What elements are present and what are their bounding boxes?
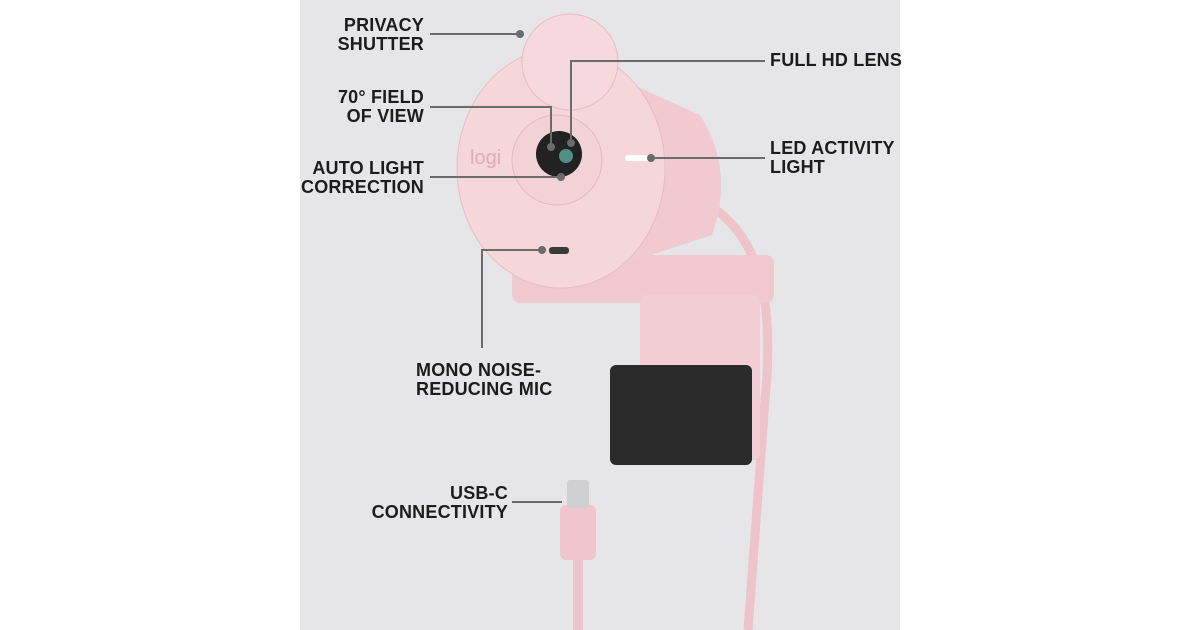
label-line: LED ACTIVITY <box>770 138 895 158</box>
usb-cable <box>573 555 583 630</box>
label-line: LIGHT <box>770 157 825 177</box>
label-usb-c: USB-C CONNECTIVITY <box>372 484 508 522</box>
label-line: USB-C <box>450 483 508 503</box>
lens <box>559 149 573 163</box>
label-line: PRIVACY <box>343 15 424 35</box>
label-auto-light-correction: AUTO LIGHT CORRECTION <box>301 159 424 197</box>
label-line: CONNECTIVITY <box>371 502 508 522</box>
mic-grille <box>549 247 569 254</box>
label-line: OF VIEW <box>346 106 424 126</box>
label-full-hd-lens: FULL HD LENS <box>770 51 902 70</box>
clip-pad <box>610 365 752 465</box>
label-line: AUTO LIGHT <box>312 158 424 178</box>
label-mono-mic: MONO NOISE- REDUCING MIC <box>416 361 552 399</box>
label-line: FULL HD LENS <box>770 50 903 70</box>
label-line: SHUTTER <box>337 34 424 54</box>
label-line: MONO NOISE- <box>416 360 542 380</box>
label-field-of-view: 70° FIELD OF VIEW <box>338 88 424 126</box>
label-line: CORRECTION <box>301 177 424 197</box>
lens-housing <box>536 131 582 177</box>
label-led-activity-light: LED ACTIVITY LIGHT <box>770 139 895 177</box>
logi-logo: logi <box>470 147 501 169</box>
label-line: REDUCING MIC <box>416 379 553 399</box>
label-line: 70° FIELD <box>337 87 424 107</box>
usb-c-tip <box>567 480 589 508</box>
usb-c-plug <box>560 505 596 560</box>
led-light <box>625 155 650 161</box>
label-privacy-shutter: PRIVACY SHUTTER <box>338 16 424 54</box>
